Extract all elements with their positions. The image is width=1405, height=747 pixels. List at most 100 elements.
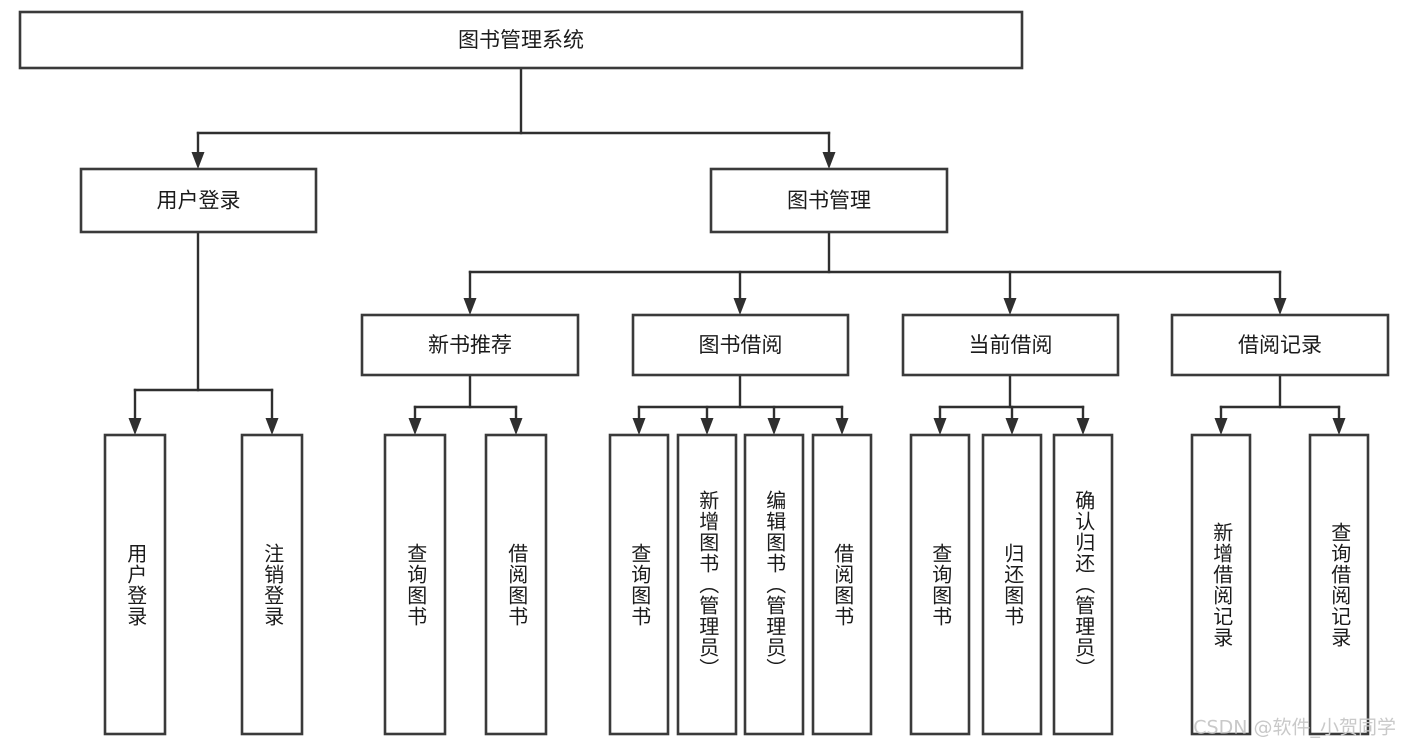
arrow-head-icon xyxy=(933,418,947,435)
node-box-leaf-query-book-current[interactable] xyxy=(909,433,971,736)
node-box-leaf-borrow-book[interactable] xyxy=(811,433,873,736)
node-leaf-borrow-book[interactable]: 借阅图书 xyxy=(811,433,873,736)
arrow-head-icon xyxy=(265,418,279,435)
arrow-head-icon xyxy=(835,418,849,435)
node-label-leaf-edit-book-admin: 编辑图书（管理员） xyxy=(762,490,787,679)
node-label-borrow-record: 借阅记录 xyxy=(1238,333,1322,357)
node-box-leaf-query-book-recommend[interactable] xyxy=(383,433,447,736)
node-label-wrap-leaf-query-book-recommend: 查询图书 xyxy=(403,542,428,627)
node-box-user-login[interactable] xyxy=(79,167,318,234)
node-leaf-edit-book-admin[interactable]: 编辑图书（管理员） xyxy=(743,433,805,736)
arrow-head-icon xyxy=(1273,298,1287,315)
connector-group-root-to-level2 xyxy=(191,66,836,169)
node-box-leaf-user-login[interactable] xyxy=(103,433,167,736)
node-leaf-query-book-borrow[interactable]: 查询图书 xyxy=(608,433,670,736)
arrow-head-icon xyxy=(1214,418,1228,435)
node-box-book-management[interactable] xyxy=(709,167,949,234)
node-label-leaf-borrow-book: 借阅图书 xyxy=(830,542,855,627)
arrow-head-icon xyxy=(408,418,422,435)
node-book-borrow[interactable]: 图书借阅 xyxy=(631,313,850,377)
node-label-wrap-leaf-query-borrow-record: 查询借阅记录 xyxy=(1327,521,1352,648)
node-box-current-borrow[interactable] xyxy=(901,313,1120,377)
node-box-leaf-add-borrow-record[interactable] xyxy=(1190,433,1252,736)
arrow-head-icon xyxy=(767,418,781,435)
node-root[interactable]: 图书管理系统 xyxy=(18,10,1024,70)
node-label-leaf-query-book-recommend: 查询图书 xyxy=(403,542,428,627)
connector-group-borrow-to-leaves xyxy=(632,373,849,435)
node-box-leaf-query-borrow-record[interactable] xyxy=(1308,433,1370,736)
connector-group-record-to-leaves xyxy=(1214,373,1346,435)
node-new-book-recommend[interactable]: 新书推荐 xyxy=(360,313,580,377)
node-box-root[interactable] xyxy=(18,10,1024,70)
node-label-user-login: 用户登录 xyxy=(157,189,241,213)
node-label-root: 图书管理系统 xyxy=(458,28,584,52)
arrow-head-icon xyxy=(463,298,477,315)
csdn-watermark: CSDN @软件_小贺同学 xyxy=(1193,717,1396,739)
node-label-wrap-leaf-user-login: 用户登录 xyxy=(123,542,148,627)
node-box-leaf-logout[interactable] xyxy=(240,433,304,736)
node-leaf-user-login[interactable]: 用户登录 xyxy=(103,433,167,736)
arrow-head-icon xyxy=(128,418,142,435)
node-label-wrap-leaf-confirm-return-admin: 确认归还（管理员） xyxy=(1071,490,1096,679)
nodes-layer: 图书管理系统用户登录图书管理新书推荐图书借阅当前借阅借阅记录用户登录注销登录查询… xyxy=(18,10,1390,736)
arrow-head-icon xyxy=(1003,298,1017,315)
node-book-management[interactable]: 图书管理 xyxy=(709,167,949,234)
arrow-head-icon xyxy=(1332,418,1346,435)
connector-group-level2-to-level3 xyxy=(463,230,1287,315)
node-leaf-query-book-current[interactable]: 查询图书 xyxy=(909,433,971,736)
connectors-layer xyxy=(128,66,1346,435)
node-leaf-borrow-book-recommend[interactable]: 借阅图书 xyxy=(484,433,548,736)
arrow-head-icon xyxy=(191,152,205,169)
node-label-leaf-query-book-current: 查询图书 xyxy=(928,542,953,627)
connector-group-current-to-leaves xyxy=(933,373,1090,435)
arrow-head-icon xyxy=(733,298,747,315)
node-leaf-logout[interactable]: 注销登录 xyxy=(240,433,304,736)
connector-group-user-login-to-leaves xyxy=(128,230,279,435)
node-label-wrap-leaf-return-book: 归还图书 xyxy=(1000,542,1025,627)
node-box-leaf-edit-book-admin[interactable] xyxy=(743,433,805,736)
node-label-wrap-leaf-borrow-book: 借阅图书 xyxy=(830,542,855,627)
node-leaf-confirm-return-admin[interactable]: 确认归还（管理员） xyxy=(1052,433,1114,736)
node-label-book-borrow: 图书借阅 xyxy=(699,333,783,357)
node-leaf-query-borrow-record[interactable]: 查询借阅记录 xyxy=(1308,433,1370,736)
node-label-leaf-confirm-return-admin: 确认归还（管理员） xyxy=(1071,490,1096,679)
node-leaf-query-book-recommend[interactable]: 查询图书 xyxy=(383,433,447,736)
node-label-wrap-leaf-edit-book-admin: 编辑图书（管理员） xyxy=(762,490,787,679)
node-box-leaf-confirm-return-admin[interactable] xyxy=(1052,433,1114,736)
connector-group-recommend-to-leaves xyxy=(408,373,523,435)
node-leaf-add-borrow-record[interactable]: 新增借阅记录 xyxy=(1190,433,1252,736)
node-label-leaf-query-book-borrow: 查询图书 xyxy=(627,542,652,627)
node-label-wrap-leaf-borrow-book-recommend: 借阅图书 xyxy=(504,542,529,627)
arrow-head-icon xyxy=(822,152,836,169)
node-label-wrap-leaf-query-book-current: 查询图书 xyxy=(928,542,953,627)
arrow-head-icon xyxy=(700,418,714,435)
node-label-book-management: 图书管理 xyxy=(787,189,871,213)
node-label-leaf-query-borrow-record: 查询借阅记录 xyxy=(1327,521,1352,648)
node-label-wrap-leaf-query-book-borrow: 查询图书 xyxy=(627,542,652,627)
node-label-wrap-leaf-logout: 注销登录 xyxy=(260,542,285,627)
node-box-borrow-record[interactable] xyxy=(1170,313,1390,377)
node-box-book-borrow[interactable] xyxy=(631,313,850,377)
node-current-borrow[interactable]: 当前借阅 xyxy=(901,313,1120,377)
node-leaf-add-book-admin[interactable]: 新增图书（管理员） xyxy=(676,433,738,736)
node-leaf-return-book[interactable]: 归还图书 xyxy=(981,433,1043,736)
node-box-new-book-recommend[interactable] xyxy=(360,313,580,377)
node-box-leaf-borrow-book-recommend[interactable] xyxy=(484,433,548,736)
node-label-leaf-user-login: 用户登录 xyxy=(123,542,148,627)
node-box-leaf-query-book-borrow[interactable] xyxy=(608,433,670,736)
arrow-head-icon xyxy=(1005,418,1019,435)
node-label-leaf-return-book: 归还图书 xyxy=(1000,542,1025,627)
node-label-leaf-add-borrow-record: 新增借阅记录 xyxy=(1209,521,1234,648)
node-label-leaf-logout: 注销登录 xyxy=(260,542,285,627)
node-label-leaf-add-book-admin: 新增图书（管理员） xyxy=(695,490,720,679)
arrow-head-icon xyxy=(509,418,523,435)
node-box-leaf-return-book[interactable] xyxy=(981,433,1043,736)
node-box-leaf-add-book-admin[interactable] xyxy=(676,433,738,736)
node-label-leaf-borrow-book-recommend: 借阅图书 xyxy=(504,542,529,627)
node-borrow-record[interactable]: 借阅记录 xyxy=(1170,313,1390,377)
node-label-current-borrow: 当前借阅 xyxy=(969,333,1053,357)
node-user-login[interactable]: 用户登录 xyxy=(79,167,318,234)
arrow-head-icon xyxy=(632,418,646,435)
